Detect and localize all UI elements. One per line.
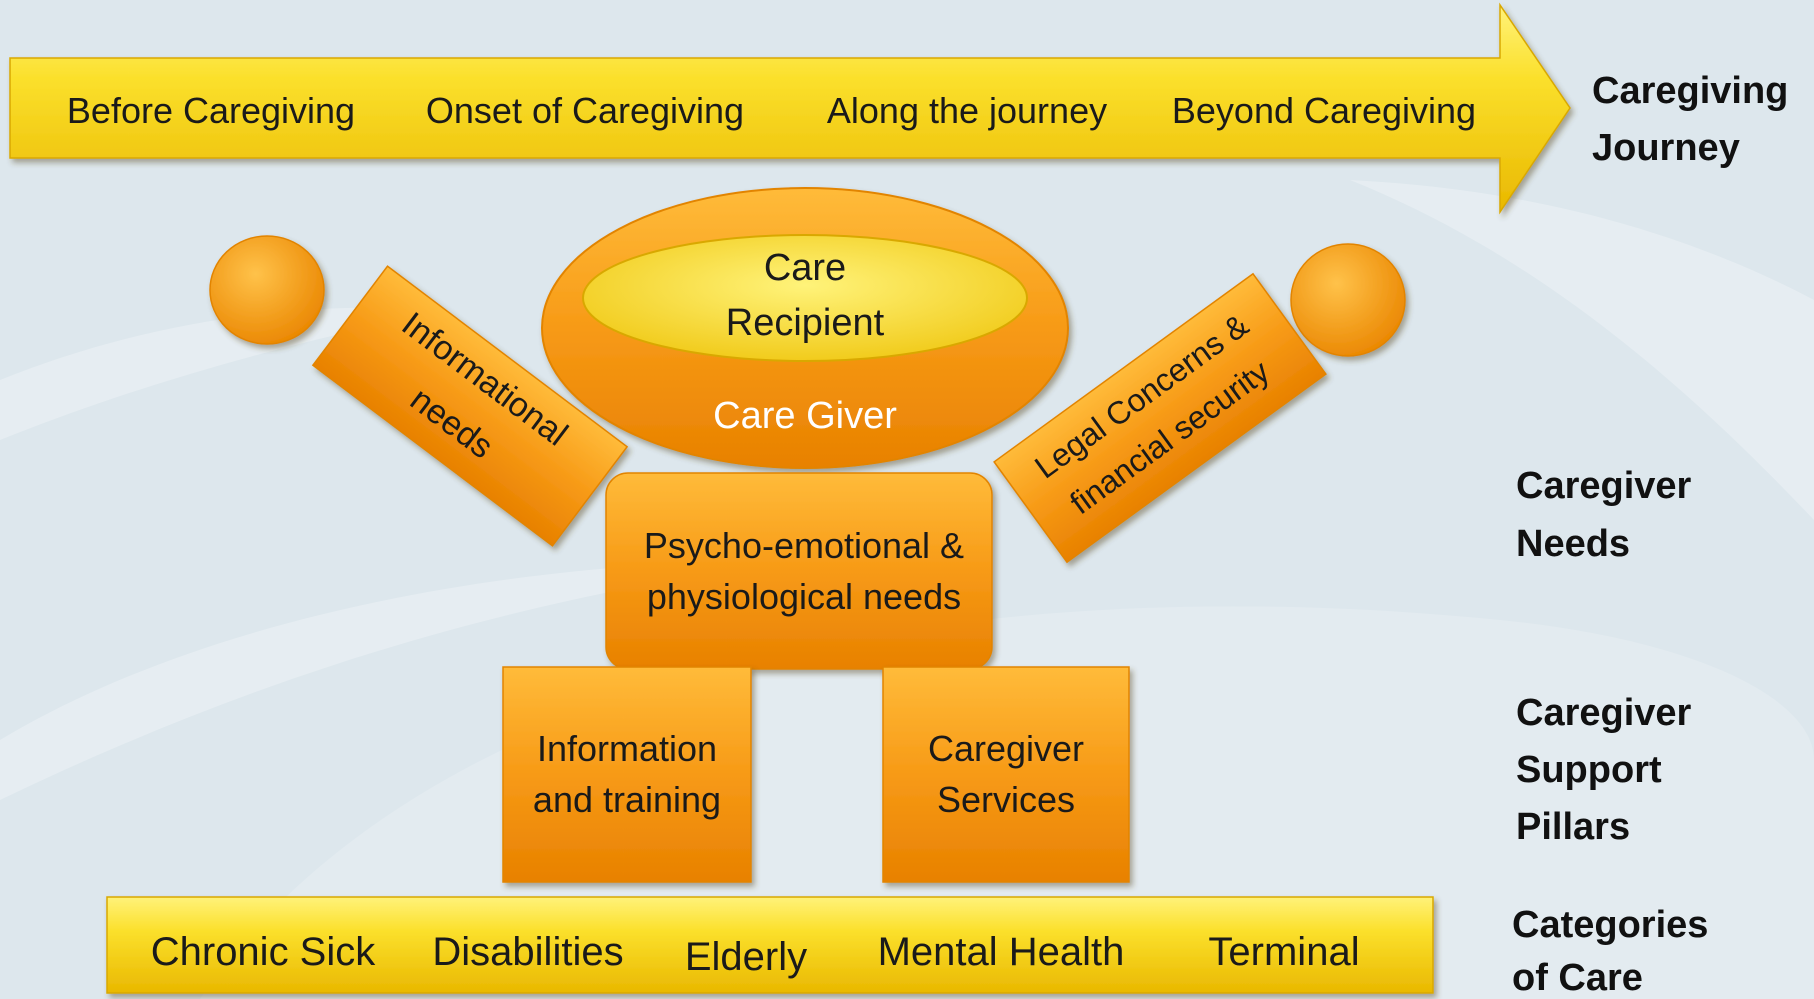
category-item: Mental Health <box>878 930 1125 974</box>
journey-stage: Before Caregiving <box>67 90 355 131</box>
left-arm <box>311 265 629 547</box>
right-hand <box>1290 243 1406 357</box>
journey-stage: Beyond Caregiving <box>1172 90 1476 131</box>
pillars-label: Pillars <box>1516 806 1630 848</box>
journey-stage: Onset of Caregiving <box>426 90 744 131</box>
categories-bar <box>106 896 1434 994</box>
category-item: Terminal <box>1208 930 1359 974</box>
care-giver-label: Care Giver <box>713 395 897 437</box>
journey-stage: Along the journey <box>827 90 1107 131</box>
category-item: Chronic Sick <box>151 930 377 974</box>
right-leg-label: Caregiver <box>928 728 1084 769</box>
pillars-label: Support <box>1516 749 1662 791</box>
left-hand <box>209 235 325 345</box>
right-leg-box <box>882 666 1130 883</box>
journey-arrow <box>9 2 1571 215</box>
needs-label: Caregiver <box>1516 465 1692 507</box>
category-item: Disabilities <box>432 930 623 974</box>
journey-label: Caregiving <box>1592 70 1788 112</box>
needs-label: Needs <box>1516 523 1630 565</box>
right-arm <box>993 272 1327 564</box>
left-leg-label: and training <box>533 779 721 820</box>
body-box <box>605 472 993 670</box>
journey-label: Journey <box>1592 127 1740 169</box>
care-recipient-ellipse <box>582 234 1028 362</box>
categories-label: Categories <box>1512 904 1708 946</box>
care-recipient-label: Care <box>764 247 846 289</box>
categories-label: of Care <box>1512 957 1643 999</box>
category-item: Elderly <box>685 935 807 979</box>
body-label: Psycho-emotional & <box>644 525 964 566</box>
care-recipient-label: Recipient <box>726 302 885 344</box>
body-label: physiological needs <box>647 576 961 617</box>
left-leg-box <box>502 666 752 883</box>
pillars-label: Caregiver <box>1516 692 1692 734</box>
left-leg-label: Information <box>537 728 717 769</box>
right-leg-label: Services <box>937 779 1075 820</box>
